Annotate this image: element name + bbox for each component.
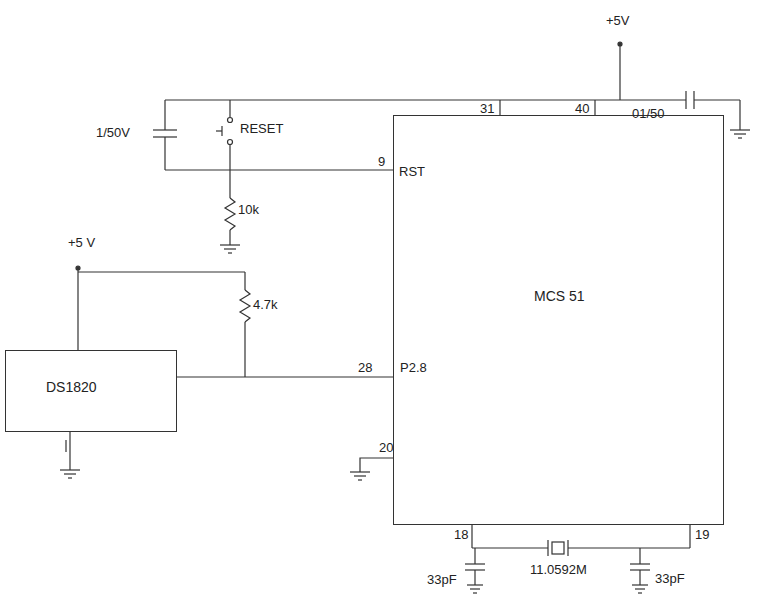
wire: [619, 44, 620, 100]
wire: [164, 137, 165, 170]
pin-label: RESET: [240, 122, 283, 136]
wire: [229, 170, 230, 198]
sensor-box: DS1820: [5, 350, 177, 432]
pin-label: RST: [399, 165, 425, 179]
pin-label: 40: [575, 102, 589, 116]
wire: [639, 548, 640, 564]
wire: [694, 99, 740, 100]
capacitor-symbol: [685, 91, 686, 109]
pin-label: 9: [378, 155, 385, 169]
resistor-symbol: [225, 198, 235, 230]
signal-wire: [177, 376, 393, 377]
ground-symbol: [632, 585, 648, 593]
pin-label: 4.7k: [253, 298, 278, 312]
resistor-symbol: [240, 290, 250, 322]
pin-label: 01/50: [632, 107, 665, 121]
wire: [244, 272, 245, 290]
part-name: MCS 51: [534, 288, 723, 304]
wire: [77, 268, 78, 350]
capacitor-symbol: [630, 563, 650, 564]
pin-label: 28: [358, 361, 372, 375]
wire: [244, 322, 245, 377]
wire: [229, 230, 230, 245]
pin-line: [689, 525, 690, 548]
ground-symbol: [350, 472, 370, 480]
wire: [78, 271, 245, 272]
pin-label: 19: [695, 528, 709, 542]
crystal-symbol: [548, 540, 568, 556]
mcu-box: MCS 51: [393, 115, 724, 525]
pin-line: [594, 100, 595, 115]
wire: [568, 547, 690, 548]
wire: [69, 432, 70, 470]
pin-label: 11.0592M: [530, 563, 587, 577]
wire: [474, 548, 475, 564]
wire: [164, 100, 165, 130]
pin-label: 33pF: [427, 573, 457, 587]
pin-label: +5V: [606, 14, 630, 28]
wire: [165, 99, 686, 100]
ground-symbol: [220, 245, 240, 253]
capacitor-symbol: [153, 129, 177, 130]
pin-line: [471, 525, 472, 548]
ground-symbol: [730, 130, 750, 138]
wire: [165, 169, 393, 170]
capacitor-symbol: [465, 563, 485, 564]
ground-symbol: [467, 585, 483, 593]
wire: [739, 100, 740, 130]
wire: [474, 570, 475, 585]
wire: [360, 458, 393, 472]
pin-label: P2.8: [400, 361, 427, 375]
pin-label: 31: [480, 102, 494, 116]
part-name: DS1820: [46, 379, 176, 395]
pin-label: 33pF: [655, 572, 685, 586]
pin-label: +5 V: [68, 236, 95, 250]
pin-label: 20: [379, 441, 393, 455]
pin-stub: [65, 440, 66, 452]
pin-label: 1/50V: [96, 126, 130, 140]
pin-label: 18: [454, 528, 468, 542]
pin-label: 10k: [238, 203, 259, 217]
wire: [639, 570, 640, 585]
wire: [472, 547, 548, 548]
ground-symbol: [60, 470, 80, 478]
pin-line: [499, 100, 500, 115]
pushbutton-symbol: [216, 100, 233, 170]
